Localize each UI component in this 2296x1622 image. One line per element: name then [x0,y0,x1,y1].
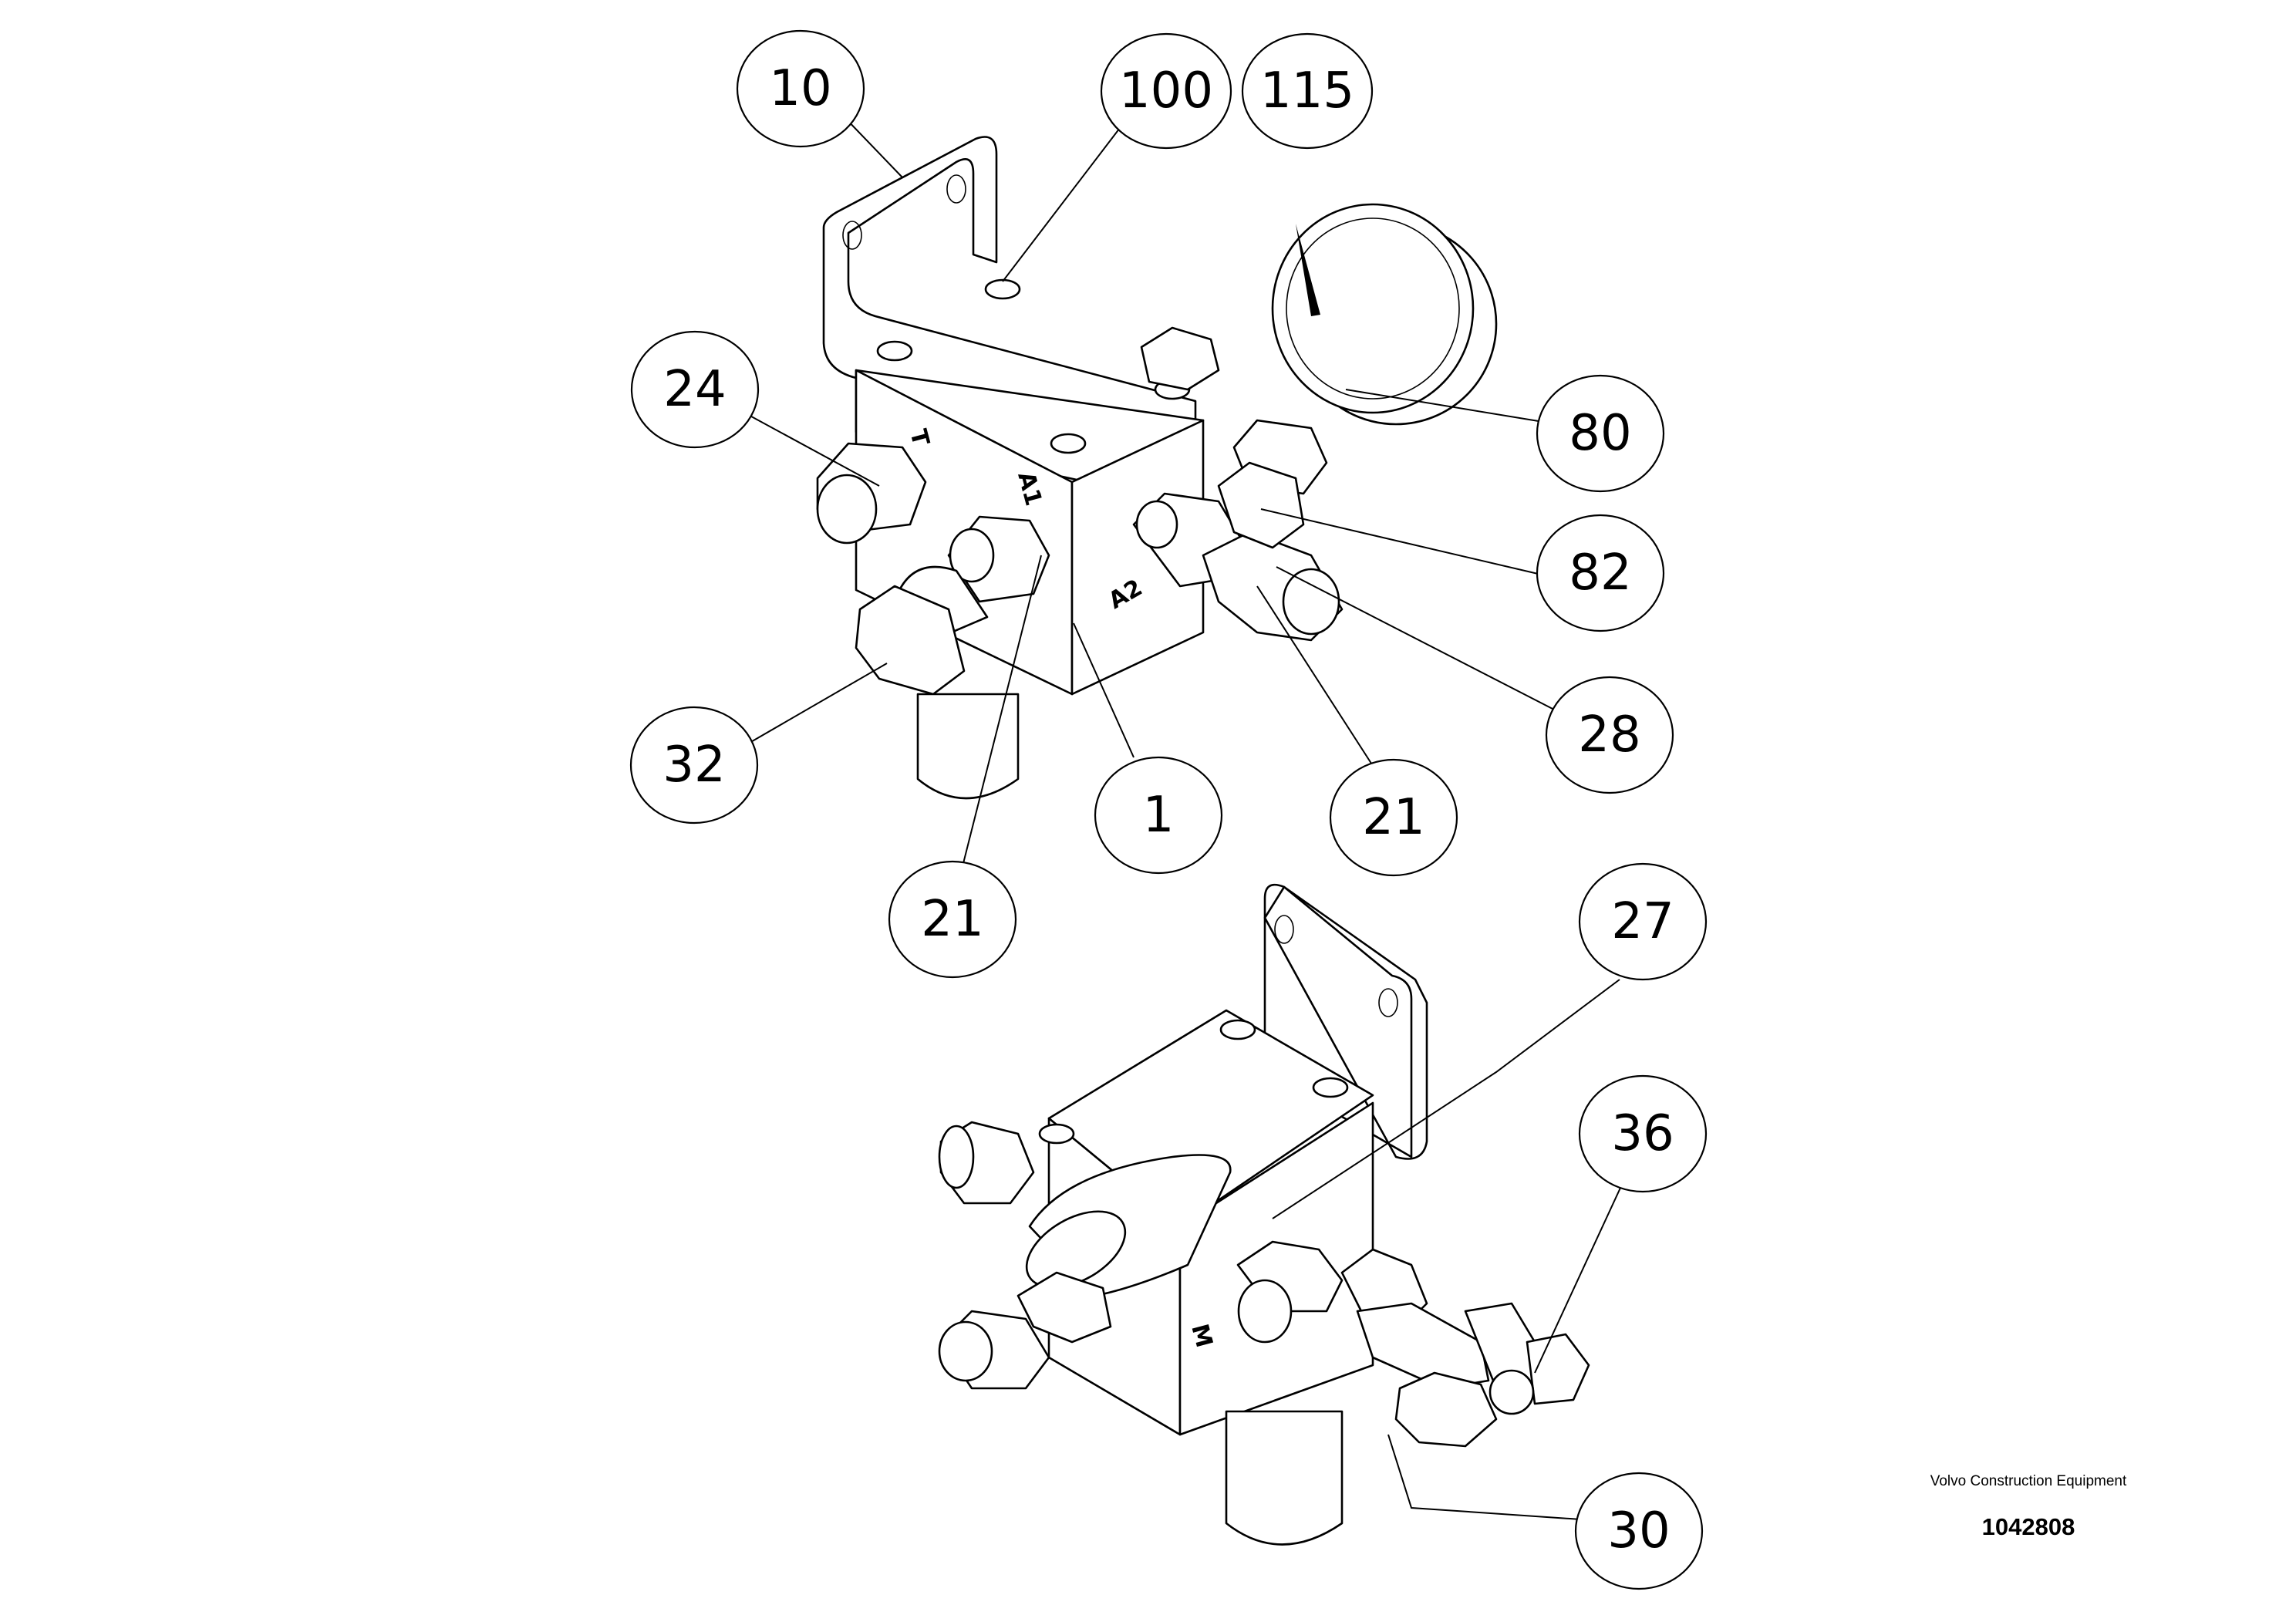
lower-valve-assembly: M [938,883,1590,1546]
balloon-24: 24 [630,330,760,449]
balloon-label: 80 [1569,405,1631,462]
balloon-21-right: 21 [1329,758,1458,877]
balloon-label: 30 [1607,1502,1670,1560]
balloon-100: 100 [1100,32,1232,150]
balloon-label: 115 [1260,62,1354,120]
balloon-32: 32 [629,706,759,824]
balloon-label: 82 [1569,545,1631,602]
balloon-label: 21 [921,891,983,948]
balloon-30: 30 [1574,1472,1704,1590]
balloon-82: 82 [1536,514,1665,632]
balloon-label: 21 [1362,789,1424,846]
balloon-28: 28 [1545,676,1674,794]
balloon-label: 1 [1143,787,1175,844]
balloon-label: 24 [663,361,726,418]
company-caption: Volvo Construction Equipment [1930,1473,2127,1489]
balloon-label: 36 [1611,1105,1674,1162]
balloon-36: 36 [1578,1074,1708,1193]
drawing-number: 1042808 [1981,1513,2075,1540]
balloon-label: 27 [1611,893,1674,950]
balloon-21-left: 21 [888,860,1017,979]
balloon-label: 10 [769,60,831,117]
leader-lines [743,115,1627,1520]
balloon-115: 115 [1241,32,1374,150]
balloon-label: 100 [1119,62,1213,120]
balloon-label: 32 [663,737,725,794]
balloon-label: 28 [1578,706,1640,764]
upper-valve-assembly: T A1 A2 [816,136,1498,800]
balloon-27: 27 [1578,862,1708,981]
balloon-80: 80 [1536,374,1665,493]
balloon-10: 10 [736,29,865,148]
balloon-1: 1 [1094,756,1223,875]
